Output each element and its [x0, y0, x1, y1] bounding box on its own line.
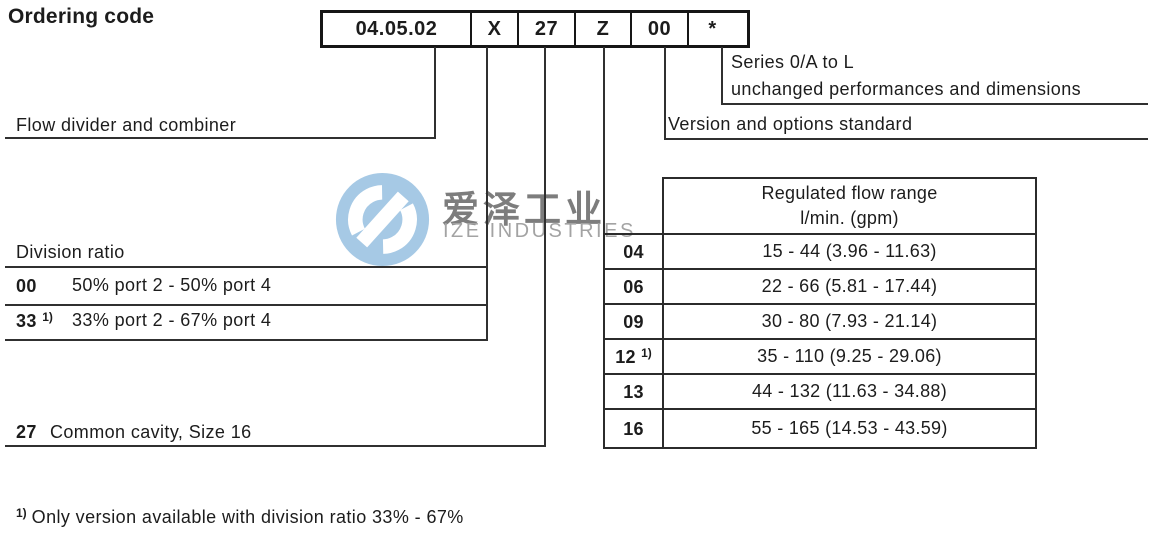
table-row: 04 15 - 44 (3.96 - 11.63) — [603, 233, 1037, 270]
flow-code-sup: 1) — [641, 345, 652, 360]
ize-logo-icon — [335, 172, 430, 267]
flow-code-cell: 06 — [603, 268, 664, 305]
leader-line-x — [486, 47, 488, 341]
leader-line-series — [721, 47, 723, 105]
flow-range-cell: 15 - 44 (3.96 - 11.63) — [662, 233, 1037, 270]
flow-code-text: 09 — [623, 311, 644, 332]
flow-code-cell: 04 — [603, 233, 664, 270]
underline-flow-divider — [5, 137, 436, 139]
underline-series — [721, 103, 1148, 105]
code-segment-z: Z — [574, 13, 630, 45]
flow-code-cell: 16 — [603, 408, 664, 449]
underline-version — [664, 138, 1148, 140]
table-row: 09 30 - 80 (7.93 - 21.14) — [603, 303, 1037, 340]
flow-code-text: 16 — [623, 418, 644, 439]
code-segment-version: 00 — [630, 13, 687, 45]
underline-common-cavity — [5, 445, 546, 447]
series-label-line1: Series 0/A to L — [731, 52, 855, 72]
ordering-code-boxes: 04.05.02 X 27 Z 00 * — [320, 10, 750, 48]
division-row1-desc: 50% port 2 - 50% port 4 — [72, 275, 272, 295]
series-label-line2: unchanged performances and dimensions — [731, 79, 1082, 99]
table-row: 12 1) 35 - 110 (9.25 - 29.06) — [603, 338, 1037, 375]
table-row: 13 44 - 132 (11.63 - 34.88) — [603, 373, 1037, 410]
leader-line-model — [434, 47, 436, 139]
ize-watermark-logo — [334, 171, 431, 268]
watermark-cn-text: 爱泽工业 — [442, 189, 606, 230]
flow-code-text: 06 — [623, 276, 644, 297]
division-row2-code: 33 1) — [16, 310, 53, 332]
leader-line-cavity — [544, 47, 546, 447]
division-row1-code-text: 00 — [16, 276, 37, 296]
flow-table-header-line1: Regulated flow range — [761, 182, 938, 203]
underline-division-heading — [5, 266, 488, 268]
flow-code-text: 12 — [615, 346, 636, 367]
flow-code-text: 13 — [623, 381, 644, 402]
flow-code-cell: 09 — [603, 303, 664, 340]
division-row2-code-text: 33 — [16, 311, 37, 331]
common-cavity-desc: Common cavity, Size 16 — [50, 422, 252, 442]
division-ratio-heading: Division ratio — [16, 242, 125, 262]
flow-table-corner-spacer — [604, 178, 663, 234]
flow-range-cell: 44 - 132 (11.63 - 34.88) — [662, 373, 1037, 410]
division-row2-desc: 33% port 2 - 67% port 4 — [72, 310, 272, 330]
flow-range-cell: 22 - 66 (5.81 - 17.44) — [662, 268, 1037, 305]
common-cavity-code: 27 — [16, 422, 37, 442]
code-segment-model: 04.05.02 — [355, 17, 438, 40]
watermark-en-text: IZE INDUSTRIES — [443, 220, 636, 242]
division-row1-code: 00 — [16, 275, 37, 297]
flow-range-cell: 35 - 110 (9.25 - 29.06) — [662, 338, 1037, 375]
footnote: 1) Only version available with division r… — [16, 506, 464, 528]
flow-table-header-line2: l/min. (gpm) — [800, 207, 899, 228]
flow-range-table: Regulated flow range l/min. (gpm) 04 15 … — [603, 177, 1037, 449]
flow-table-header-row: Regulated flow range l/min. (gpm) — [604, 177, 1037, 235]
flow-code-cell: 13 — [603, 373, 664, 410]
code-segment-cavity: 27 — [517, 13, 574, 45]
flow-table-header-cell: Regulated flow range l/min. (gpm) — [662, 177, 1037, 235]
flow-code-cell: 12 1) — [603, 338, 664, 375]
underline-division-row1 — [5, 304, 488, 306]
page-title: Ordering code — [8, 5, 155, 28]
leader-line-version — [664, 47, 666, 140]
flow-divider-label: Flow divider and combiner — [16, 115, 237, 135]
version-label: Version and options standard — [668, 114, 913, 134]
flow-range-cell: 30 - 80 (7.93 - 21.14) — [662, 303, 1037, 340]
division-row2-sup: 1) — [42, 310, 53, 324]
footnote-text: Only version available with division rat… — [31, 507, 464, 527]
code-segment-x: X — [470, 13, 517, 45]
underline-division-row2 — [5, 339, 488, 341]
flow-range-cell: 55 - 165 (14.53 - 43.59) — [662, 408, 1037, 449]
table-row: 06 22 - 66 (5.81 - 17.44) — [603, 268, 1037, 305]
flow-code-text: 04 — [623, 241, 644, 262]
table-row: 16 55 - 165 (14.53 - 43.59) — [603, 408, 1037, 449]
code-segment-series: * — [687, 13, 736, 45]
footnote-marker: 1) — [16, 506, 27, 520]
